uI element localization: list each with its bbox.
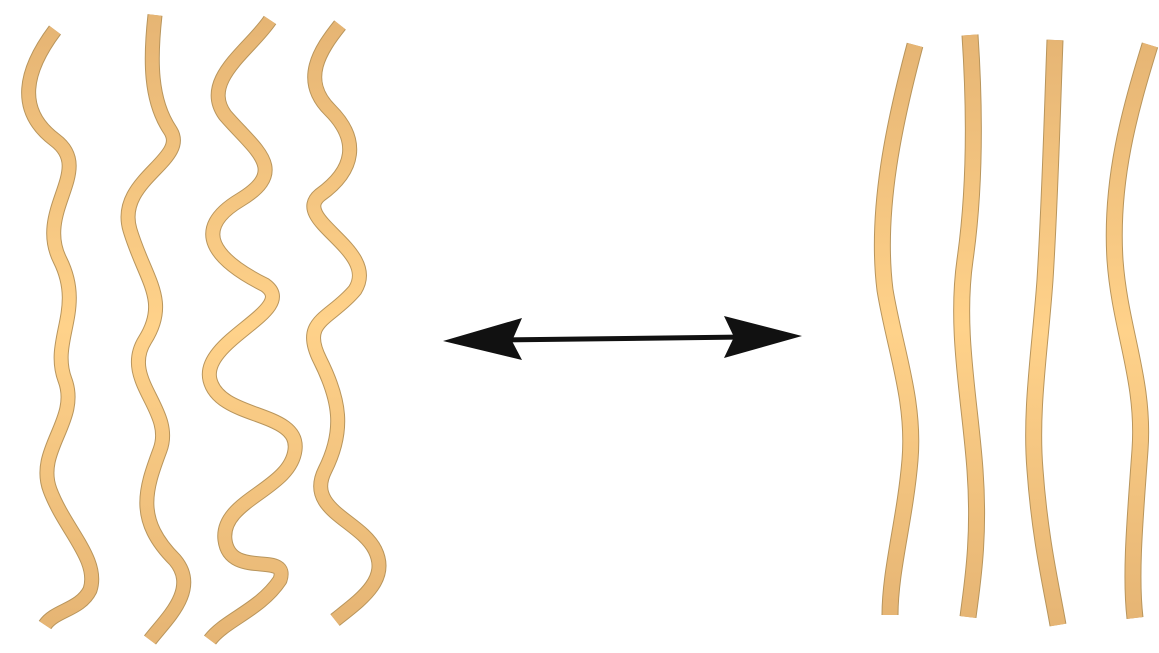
arrow-head-right xyxy=(724,316,802,358)
arrow-shaft xyxy=(500,337,745,340)
straight-strand-1 xyxy=(882,45,915,615)
double-headed-arrow xyxy=(443,316,802,360)
right-straight-strands xyxy=(882,35,1150,625)
wavy-strand-3 xyxy=(209,20,295,640)
straight-strand-2 xyxy=(962,35,977,617)
wavy-strand-2 xyxy=(128,15,184,640)
left-wavy-strands xyxy=(29,15,379,640)
straight-strand-3 xyxy=(1034,40,1058,625)
arrow-head-left xyxy=(443,318,522,360)
straight-strand-4 xyxy=(1114,45,1150,618)
